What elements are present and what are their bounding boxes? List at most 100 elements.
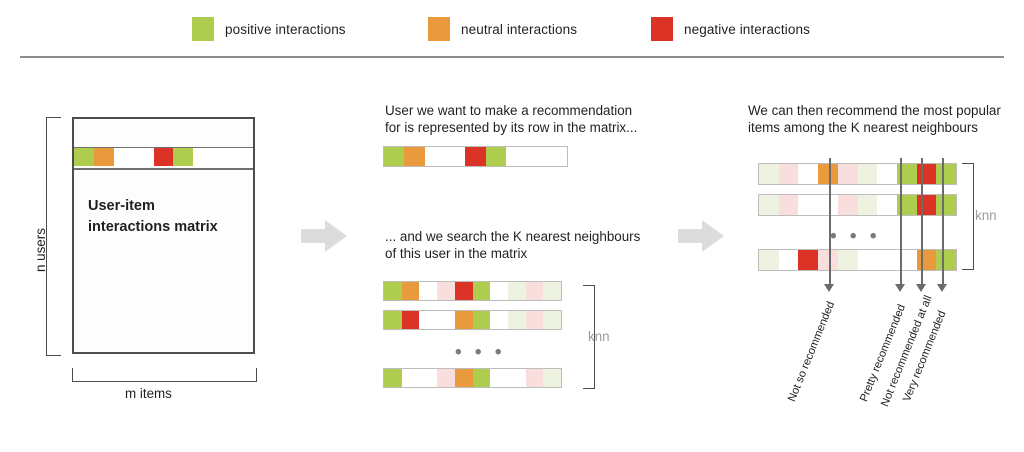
interaction-cell-empty xyxy=(490,311,508,329)
interaction-cell-empty xyxy=(507,369,526,387)
interaction-cell-positive xyxy=(936,164,957,184)
knn-bracket-middle xyxy=(583,285,595,389)
interaction-cell-positive xyxy=(896,164,917,184)
interaction-cell-neutral xyxy=(93,148,114,166)
legend: positive interactions neutral interactio… xyxy=(0,0,1024,60)
interaction-cell-empty xyxy=(424,147,445,166)
recommendation-label-1: Not so recommended xyxy=(786,299,838,404)
interaction-cell-positive xyxy=(472,311,491,329)
guide-line-2 xyxy=(900,158,902,284)
interaction-cell-faint_positive xyxy=(543,369,562,387)
interaction-cell-empty xyxy=(877,250,897,270)
interaction-cell-positive xyxy=(936,195,957,215)
interaction-cell-empty xyxy=(505,147,527,166)
interaction-cell-positive xyxy=(74,148,94,166)
right-ellipsis: • • • xyxy=(830,226,881,247)
m-items-bracket xyxy=(72,368,257,382)
interaction-cell-faint_negative xyxy=(778,164,799,184)
neighbour-row xyxy=(383,368,562,388)
middle-caption-bottom: ... and we search the K nearest neighbou… xyxy=(385,229,641,261)
m-items-label: m items xyxy=(125,386,172,401)
target-user-row xyxy=(383,146,568,167)
interaction-cell-empty xyxy=(437,311,455,329)
legend-item-neutral: neutral interactions xyxy=(428,17,577,41)
interaction-cell-positive xyxy=(485,147,506,166)
interaction-cell-neutral xyxy=(818,164,838,184)
interaction-cell-empty xyxy=(401,369,420,387)
interaction-cell-faint_negative xyxy=(437,282,455,300)
interaction-cell-positive xyxy=(936,250,957,270)
interaction-cell-empty xyxy=(877,164,897,184)
interaction-cell-faint_negative xyxy=(778,195,799,215)
knn-label-middle: knn xyxy=(588,329,610,344)
interaction-cell-negative xyxy=(153,148,174,166)
interaction-cell-faint_negative xyxy=(837,195,858,215)
interaction-cell-positive xyxy=(384,147,405,166)
interaction-cell-faint_positive xyxy=(543,282,562,300)
matrix-rule-top xyxy=(74,147,253,149)
interaction-cell-empty xyxy=(233,148,254,166)
arrow-right-icon-2 xyxy=(678,220,724,252)
arrow-down-icon-2 xyxy=(895,284,905,292)
interaction-cell-positive xyxy=(173,148,194,166)
interaction-cell-empty xyxy=(818,195,838,215)
interaction-cell-faint_positive xyxy=(759,164,779,184)
interaction-cell-negative xyxy=(465,147,486,166)
highlighted-user-row xyxy=(74,148,254,166)
interaction-cell-empty xyxy=(526,147,547,166)
middle-caption-top: User we want to make a recommendation fo… xyxy=(385,103,638,135)
interaction-cell-faint_positive xyxy=(759,250,779,270)
interaction-cell-empty xyxy=(778,250,799,270)
interaction-cell-faint_negative xyxy=(525,311,544,329)
legend-divider xyxy=(20,56,1004,58)
neighbour-row xyxy=(758,194,957,216)
knn-label-right: knn xyxy=(975,208,997,223)
interaction-cell-empty xyxy=(490,369,508,387)
interaction-cell-faint_positive xyxy=(543,311,562,329)
interaction-cell-faint_positive xyxy=(857,164,878,184)
interaction-cell-empty xyxy=(877,195,897,215)
interaction-cell-empty xyxy=(896,250,917,270)
interaction-cell-negative xyxy=(798,250,819,270)
interaction-cell-empty xyxy=(798,195,819,215)
interaction-cell-faint_positive xyxy=(507,311,526,329)
interaction-cell-negative xyxy=(916,164,937,184)
interaction-cell-neutral xyxy=(404,147,425,166)
middle-ellipsis: • • • xyxy=(455,342,506,363)
neighbour-row xyxy=(383,281,562,301)
interaction-cell-empty xyxy=(193,148,214,166)
guide-line-4 xyxy=(942,158,944,284)
interaction-cell-empty xyxy=(133,148,154,166)
arrow-down-icon-3 xyxy=(916,284,926,292)
interaction-cell-neutral xyxy=(454,369,473,387)
legend-item-positive: positive interactions xyxy=(192,17,346,41)
interaction-cell-empty xyxy=(113,148,134,166)
guide-line-3 xyxy=(921,158,923,284)
guide-line-1 xyxy=(829,158,831,284)
matrix-title: User-item interactions matrix xyxy=(88,198,218,235)
arrow-down-icon-1 xyxy=(824,284,834,292)
interaction-cell-empty xyxy=(213,148,234,166)
interaction-cell-negative xyxy=(916,195,937,215)
interaction-cell-faint_negative xyxy=(837,164,858,184)
interaction-cell-empty xyxy=(857,250,878,270)
interaction-cell-neutral xyxy=(916,250,937,270)
legend-label-neutral: neutral interactions xyxy=(461,21,578,37)
legend-swatch-positive xyxy=(192,17,214,41)
interaction-cell-empty xyxy=(798,164,819,184)
neighbour-row xyxy=(383,310,562,330)
legend-label-positive: positive interactions xyxy=(225,21,346,37)
interaction-cell-faint_negative xyxy=(818,250,838,270)
matrix-rule-bottom xyxy=(74,168,253,170)
interaction-cell-positive xyxy=(384,369,402,387)
interaction-cell-positive xyxy=(896,195,917,215)
interaction-cell-neutral xyxy=(401,282,420,300)
interaction-cell-faint_positive xyxy=(857,195,878,215)
knn-bracket-right xyxy=(962,163,974,270)
legend-label-negative: negative interactions xyxy=(684,21,810,37)
arrow-down-icon-4 xyxy=(937,284,947,292)
n-users-bracket xyxy=(46,117,61,356)
legend-swatch-neutral xyxy=(428,17,450,41)
neighbour-row xyxy=(758,249,957,271)
